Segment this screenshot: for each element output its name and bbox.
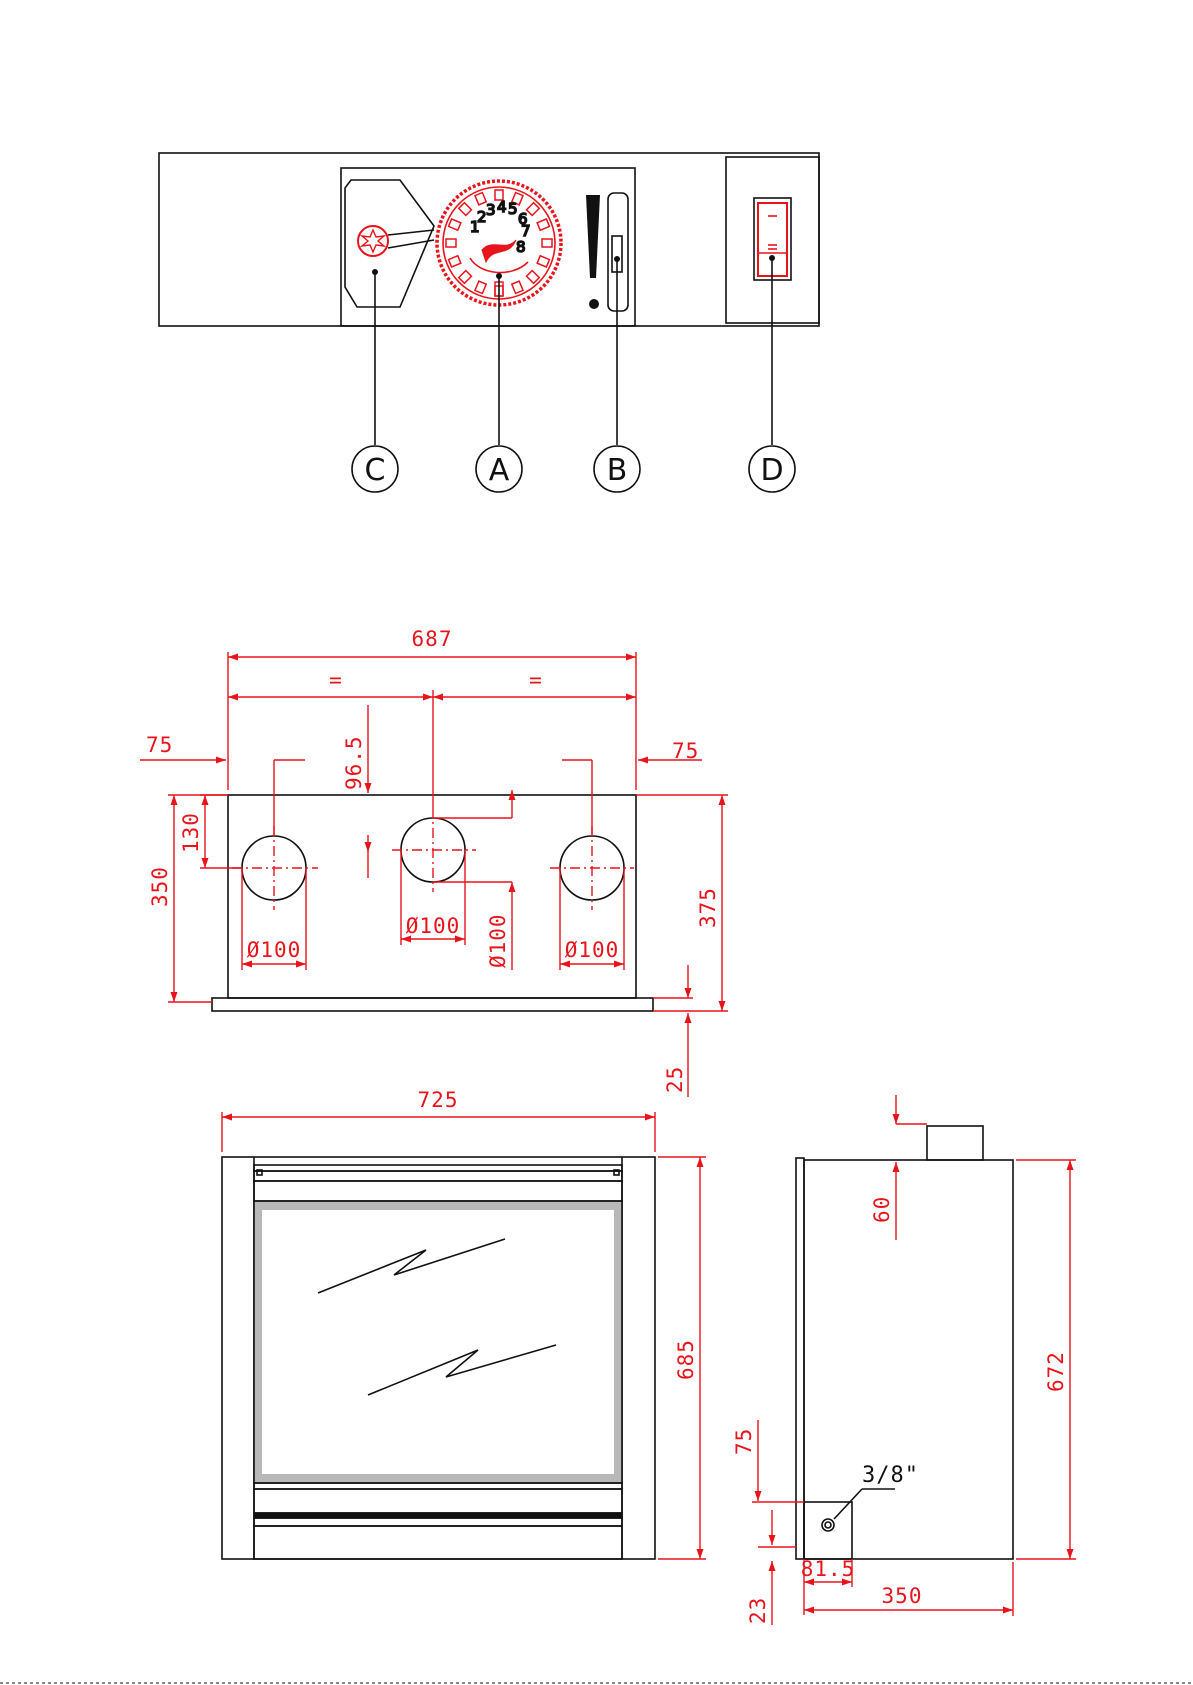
gas-connection-size: 3/8" <box>862 1463 919 1488</box>
dim-equal-left: = <box>329 668 343 692</box>
dim-collar-height: 60 <box>870 1196 894 1223</box>
dim-pipe-center: Ø100 <box>406 914 461 938</box>
control-panel-view: 1 2 3 4 5 6 7 8 <box>159 153 819 492</box>
dial-notch <box>449 256 461 267</box>
dial-notch <box>459 271 472 284</box>
callout-b-label: B <box>607 453 628 488</box>
dim-overall-width: 687 <box>412 627 453 651</box>
dial-notch <box>527 203 540 216</box>
dim-pipe-center-vertical: Ø100 <box>486 913 510 968</box>
side-view: 60 672 75 3/8" 23 81.5 350 <box>732 1095 1076 1625</box>
dial-number-5: 5 <box>508 200 518 218</box>
dim-flange: 25 <box>663 1066 687 1093</box>
front-view-outline <box>222 1157 655 1559</box>
dial-notch <box>446 239 456 247</box>
dim-side-depth: 350 <box>882 1584 923 1608</box>
warning-mark <box>586 195 600 278</box>
dim-pipe-right: Ø100 <box>565 938 620 962</box>
dim-right-offset: 75 <box>672 739 699 763</box>
top-view-flange <box>212 998 653 1011</box>
dim-right-depth: 375 <box>696 887 720 928</box>
front-view: 725 685 <box>222 1088 706 1559</box>
dial-notch <box>475 281 486 293</box>
dial-notch <box>449 219 461 230</box>
dim-gas-height: 75 <box>732 1428 756 1455</box>
dial-notch <box>475 193 486 205</box>
dial-notch <box>527 271 540 284</box>
dim-base-offset: 23 <box>746 1597 770 1624</box>
dial-notch <box>459 203 472 216</box>
glass-frame <box>258 1206 618 1478</box>
dial-number-3: 3 <box>486 201 496 219</box>
dim-pipe-left: Ø100 <box>247 938 302 962</box>
glass-reflection-bottom <box>368 1345 556 1395</box>
dial-notch <box>512 281 523 293</box>
gas-inlet <box>822 1519 834 1531</box>
piezo-housing <box>608 193 628 311</box>
callout-c-label: C <box>365 453 386 488</box>
dim-center-depth: 96.5 <box>342 735 366 790</box>
side-view-body <box>804 1160 1013 1559</box>
dial-notch <box>542 239 552 247</box>
dial-notch <box>537 256 549 267</box>
dim-front-height: 685 <box>674 1339 698 1380</box>
top-view: 687 = = 75 75 96.5 130 350 375 Ø100 Ø100… <box>140 627 728 1097</box>
dim-side-depth: 130 <box>179 812 203 853</box>
dial-number-4: 4 <box>497 198 507 216</box>
dim-total-depth: 350 <box>148 866 172 907</box>
dial-notch <box>537 219 549 230</box>
dim-left-offset: 75 <box>146 733 173 757</box>
dim-front-width: 725 <box>418 1088 459 1112</box>
flue-collar <box>927 1126 983 1160</box>
callout-d-label: D <box>760 453 783 488</box>
dim-equal-right: = <box>529 668 543 692</box>
flame-icon <box>482 240 516 262</box>
glass-reflection-top <box>318 1239 505 1293</box>
spark-icon <box>362 230 384 252</box>
dim-side-height: 672 <box>1044 1351 1068 1392</box>
callout-a-label: A <box>489 453 510 488</box>
dial-number-8: 8 <box>516 238 526 256</box>
side-view-front-plate <box>796 1158 804 1559</box>
control-panel-outline <box>159 153 819 326</box>
dim-gas-offset: 81.5 <box>801 1557 856 1581</box>
